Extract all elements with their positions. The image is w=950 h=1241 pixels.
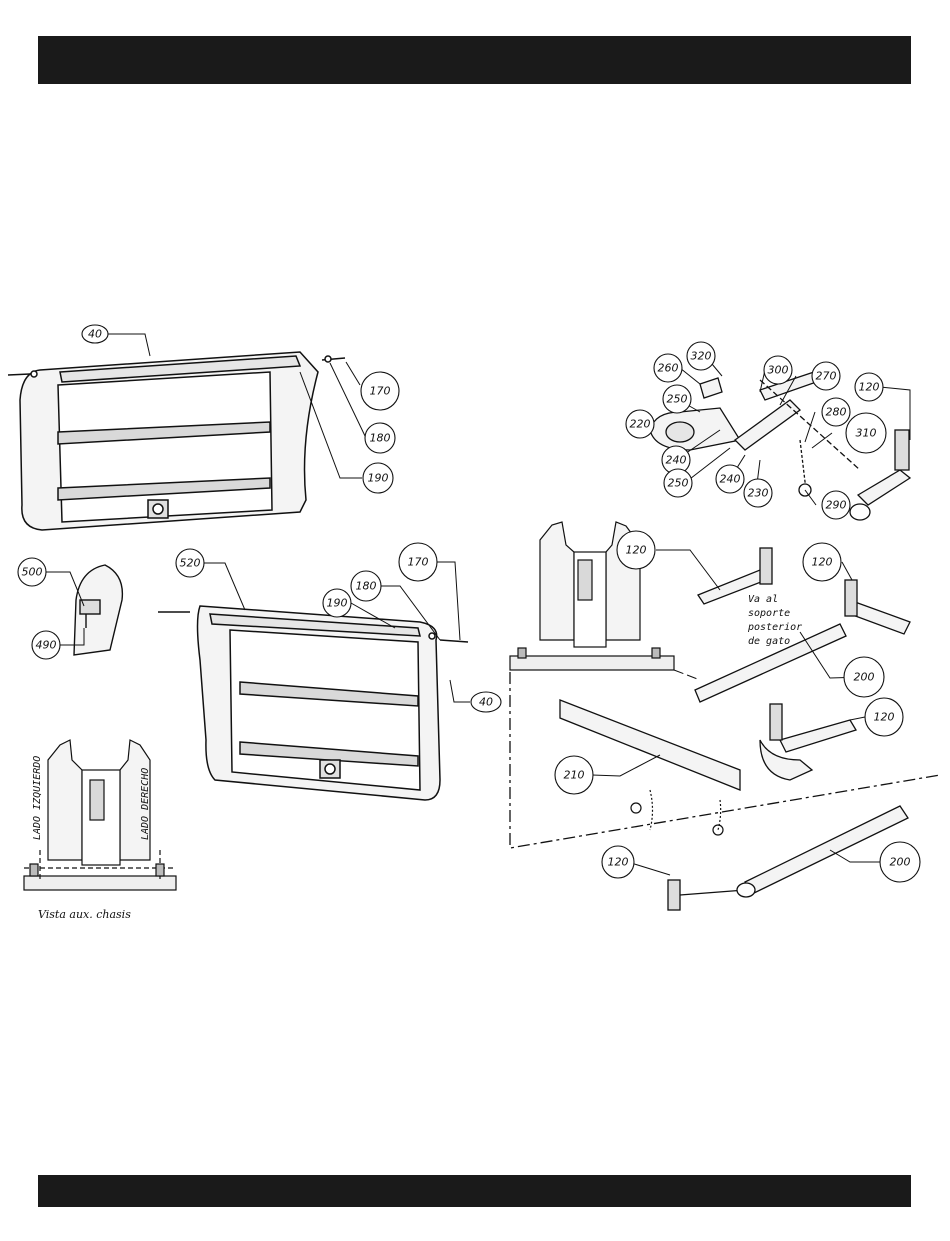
callout-500: 500 <box>22 566 43 579</box>
callout-190b: 190 <box>327 597 348 610</box>
callout-190a: 190 <box>368 472 389 485</box>
callout-40a: 40 <box>88 328 102 341</box>
callout-260a: 260 <box>658 362 679 375</box>
chassis-aux-view <box>24 740 176 890</box>
callout-120a: 120 <box>859 381 880 394</box>
callout-240a: 240 <box>666 454 687 467</box>
lado-izquierdo-label: LADO IZQUIERDO <box>32 756 43 840</box>
aux-view-caption: Vista aux. chasis <box>38 908 131 921</box>
callout-120e: 120 <box>608 856 629 869</box>
note-line-4: de gato <box>748 636 790 647</box>
callout-520: 520 <box>180 557 201 570</box>
note-line-2: soporte <box>748 608 790 619</box>
callout-180a: 180 <box>370 432 391 445</box>
callout-210: 210 <box>564 769 585 782</box>
callout-170b: 170 <box>408 556 429 569</box>
callout-170a: 170 <box>370 385 391 398</box>
callout-270: 270 <box>816 370 837 383</box>
callout-260b: 250 <box>667 393 688 406</box>
callout-230: 230 <box>748 487 769 500</box>
callout-490: 490 <box>36 639 57 652</box>
callout-120b: 120 <box>626 544 647 557</box>
callout-200b: 200 <box>890 856 911 869</box>
callout-280: 280 <box>826 406 847 419</box>
callout-120d: 120 <box>874 711 895 724</box>
callout-240b: 240 <box>720 473 741 486</box>
callout-180b: 180 <box>356 580 377 593</box>
callout-220: 220 <box>630 418 651 431</box>
callout-290: 290 <box>826 499 847 512</box>
callout-200a: 200 <box>854 671 875 684</box>
callout-40b: 40 <box>479 696 493 709</box>
callout-300: 300 <box>768 364 789 377</box>
callout-250: 250 <box>668 477 689 490</box>
tailgate-assembly-center <box>158 606 468 800</box>
callout-320: 320 <box>691 350 712 363</box>
note-line-1: Va al <box>748 594 778 605</box>
safety-chains <box>631 790 723 835</box>
latch-detail <box>74 565 122 655</box>
callout-120c: 120 <box>812 556 833 569</box>
callout-310: 310 <box>856 427 877 440</box>
lado-derecho-label: LADO DERECHO <box>140 768 151 840</box>
tailgate-assembly-top <box>8 352 345 530</box>
note-line-3: posterior <box>747 622 802 633</box>
